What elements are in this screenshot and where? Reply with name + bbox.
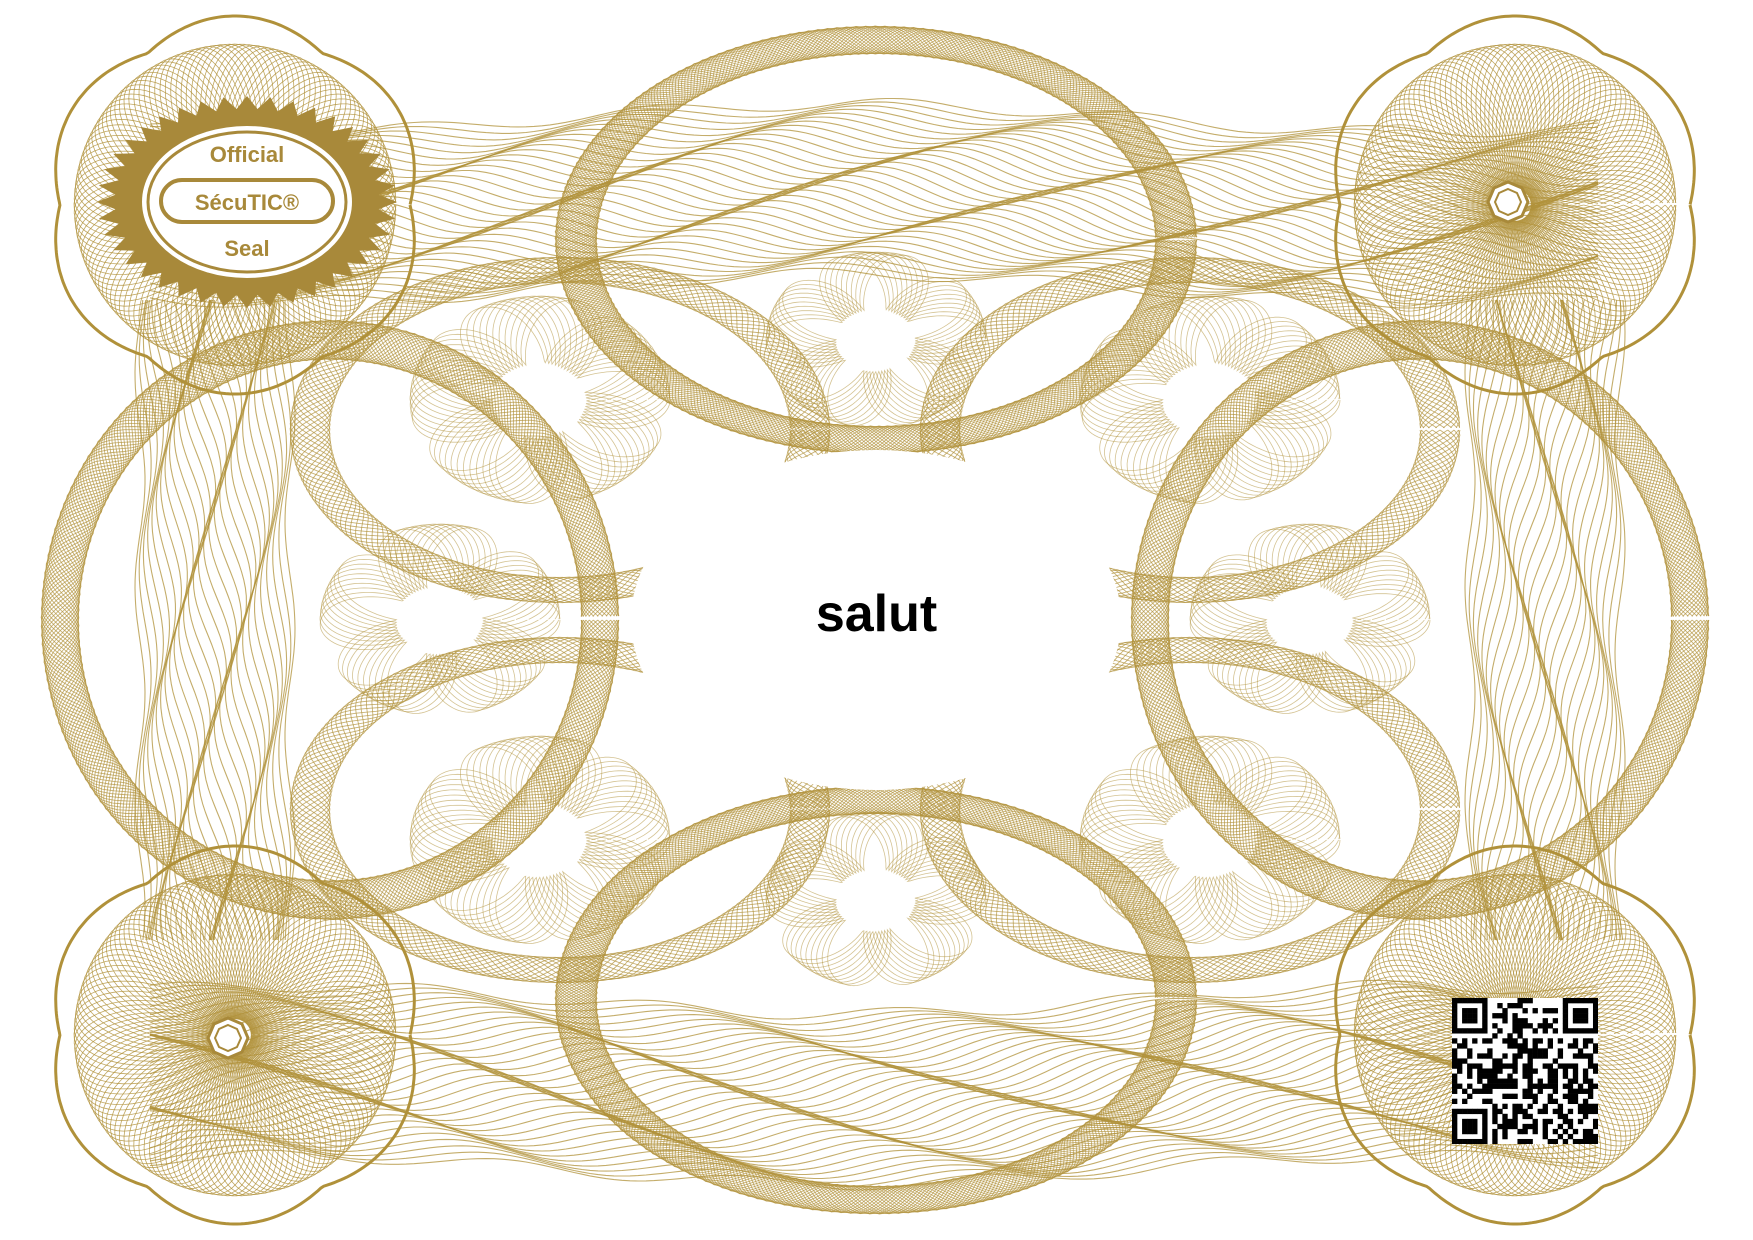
certificate-main-text: salut bbox=[815, 585, 938, 643]
octagon-ring-icon bbox=[1486, 180, 1530, 224]
seal-line-2: SécuTIC® bbox=[195, 190, 299, 215]
seal-band bbox=[159, 178, 335, 224]
seal-line-3: Seal bbox=[224, 236, 269, 261]
center-clear-ellipse bbox=[631, 450, 1121, 790]
official-seal: Official SécuTIC® Seal bbox=[97, 96, 397, 308]
qr-code-icon bbox=[1452, 998, 1598, 1144]
octagon-ring-icon bbox=[206, 1016, 250, 1060]
star-rosettes bbox=[319, 251, 1431, 987]
seal-line-1: Official bbox=[210, 142, 285, 167]
